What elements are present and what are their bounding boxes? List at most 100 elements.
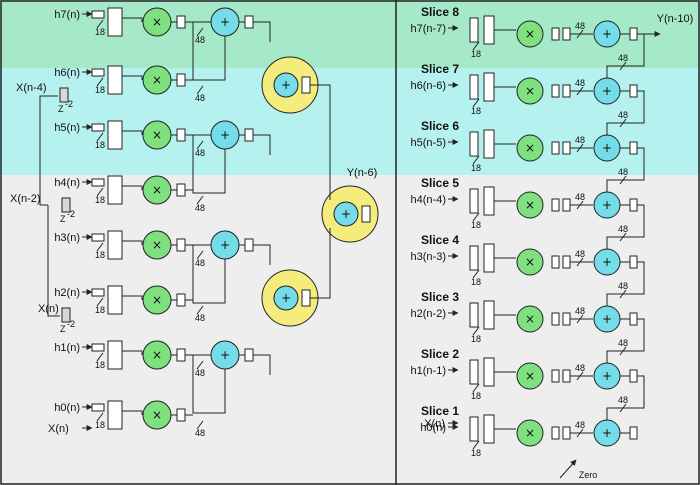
input-reg	[483, 15, 495, 45]
adder-icon-symbol: +	[602, 255, 612, 269]
bus-slash	[472, 155, 480, 165]
multiplier-icon-symbol: ×	[152, 183, 162, 197]
sum-reg	[629, 27, 638, 41]
bus-48-label: 48	[618, 53, 628, 63]
bus-slash	[96, 132, 104, 142]
sum-reg	[629, 198, 638, 212]
product-reg	[562, 255, 571, 269]
bus-slash	[472, 41, 480, 51]
adder-symbol: +	[341, 207, 351, 221]
pipeline-reg	[107, 285, 123, 315]
product-reg	[551, 141, 560, 155]
x-chain-wire	[39, 95, 58, 206]
slice-row: Slice 3h2(n-2)18×48+48	[411, 290, 645, 363]
bus-slash	[96, 19, 104, 29]
coefficient-label: h2(n)	[54, 287, 80, 299]
bus-48-label: 48	[618, 167, 628, 177]
delay-label: Z	[60, 324, 66, 334]
product-reg	[562, 141, 571, 155]
multiplier-icon-circle	[516, 77, 544, 105]
bus-slash	[619, 289, 627, 299]
adder-icon-symbol: +	[602, 198, 612, 212]
product-reg	[562, 426, 571, 440]
bus-slash	[96, 77, 104, 87]
tap-row: h5(n)18×48	[54, 120, 205, 158]
pipeline-reg	[107, 340, 123, 370]
mult-wire	[122, 185, 143, 190]
wire	[310, 84, 331, 200]
bus-48-label: 48	[618, 281, 628, 291]
coefficient-label: h4(n-4)	[411, 194, 446, 206]
adder-icon: +	[593, 419, 621, 447]
sum-reg	[629, 312, 638, 326]
delay-icon: Z-2	[60, 197, 75, 224]
mult-wire	[122, 240, 143, 245]
pipeline-reg	[107, 120, 123, 150]
coeff-reg	[469, 131, 479, 157]
bus-slash	[472, 383, 480, 393]
adder-icon: +	[593, 191, 621, 219]
bus-18-label: 18	[471, 277, 481, 287]
coeff-reg	[469, 17, 479, 43]
product-reg	[551, 312, 560, 326]
x-chain-wire	[47, 205, 60, 317]
delay-icon: Z-2	[60, 307, 75, 334]
cascade-wire	[606, 261, 645, 306]
bus-48-label: 48	[618, 395, 628, 405]
multiplier-icon-circle	[516, 305, 544, 333]
bus-48-label: 48	[195, 203, 205, 213]
bus-48-label: 48	[618, 338, 628, 348]
bus-slash	[619, 118, 627, 128]
sum-reg	[244, 128, 254, 142]
adder-icon: +	[593, 134, 621, 162]
bus-slash	[196, 305, 204, 315]
adder-stage: +	[192, 230, 271, 304]
multiplier-icon: ×	[142, 120, 172, 150]
bus-slash	[196, 27, 204, 37]
bus-18-label: 18	[95, 140, 105, 150]
multiplier-icon-symbol: ×	[525, 27, 535, 41]
product-reg	[562, 84, 571, 98]
tree-adder-bottom: +	[261, 269, 319, 327]
coefficient-label: h1(n)	[54, 342, 80, 354]
pipeline-reg	[107, 65, 123, 95]
bus-18-label: 18	[95, 250, 105, 260]
tap-row: h7(n)18×48	[54, 7, 205, 45]
product-reg	[562, 369, 571, 383]
slice-row: Slice 5h4(n-4)18×48+48	[411, 176, 645, 249]
adder-icon-symbol: +	[602, 312, 612, 326]
slice-title: Slice 3	[421, 290, 459, 304]
bus-48-label: 48	[618, 224, 628, 234]
multiplier-icon-symbol: ×	[525, 369, 535, 383]
sum-reg	[629, 369, 638, 383]
cascade-wire	[606, 375, 645, 420]
adder-icon	[273, 285, 299, 311]
adder-icon: +	[210, 340, 240, 370]
coefficient-label: h4(n)	[54, 177, 80, 189]
multiplier-icon: ×	[142, 340, 172, 370]
coefficient-label: h0(n)	[420, 422, 446, 434]
bus-48-label: 48	[575, 78, 585, 88]
input-reg	[483, 357, 495, 387]
bus-slash	[472, 212, 480, 222]
bus-slash	[472, 326, 480, 336]
product-reg	[551, 198, 560, 212]
input-reg	[483, 129, 495, 159]
multiplier-icon-symbol: ×	[152, 348, 162, 362]
product-reg	[562, 27, 571, 41]
adder-icon	[273, 72, 299, 98]
slice-row: Slice 4h3(n-3)18×48+48	[411, 233, 645, 306]
sum-reg	[301, 289, 311, 307]
adder-icon-symbol: +	[220, 348, 230, 362]
wire	[192, 22, 226, 81]
mult-wire	[122, 17, 143, 22]
bus-slash	[96, 297, 104, 307]
bus-slash	[472, 440, 480, 450]
output-label: Y(n-6)	[347, 167, 378, 179]
multiplier-icon: ×	[142, 7, 172, 37]
bus-48-label: 48	[575, 420, 585, 430]
bus-slash	[619, 346, 627, 356]
product-reg	[176, 15, 186, 29]
